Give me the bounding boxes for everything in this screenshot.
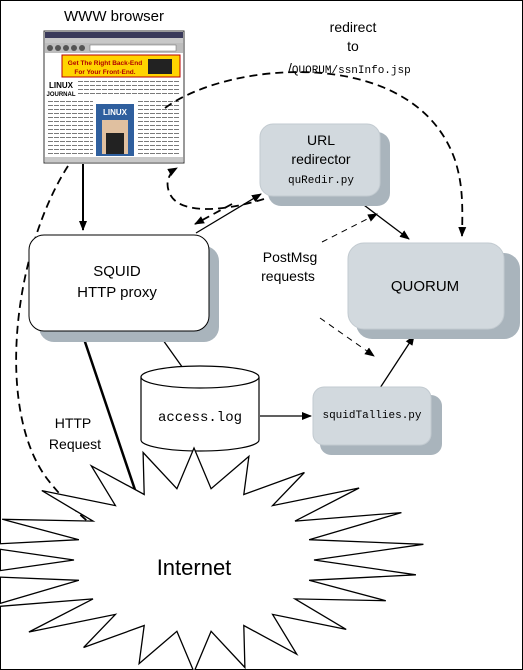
access-log-node: access.log [140,365,260,452]
internet-node: Internet [0,446,424,670]
arrow-redirect-to-browser [166,167,265,210]
url-redirector-line-2: redirector [291,151,350,167]
arrow-postmsg-up [321,213,378,243]
squid-node: SQUID HTTP proxy [28,234,219,342]
arrow-browser-to-quorum [164,71,467,237]
redirect-path-text: QUORUM/ssnInfo.jsp [292,65,411,77]
arrow-tallies-to-quorum [379,335,415,389]
arrow-squid-to-redirector [195,193,262,234]
browser-screenshot: Get The Right Back-End For Your Front-En… [43,30,185,164]
internet-starburst [0,446,424,670]
redirect-path-slash: / [288,60,292,76]
logo-line-2: JOURNAL [46,92,75,98]
logo-line-1: LINUX [49,81,74,90]
redirect-line-2: to [347,38,359,54]
quorum-label: QUORUM [391,278,459,295]
url-redirector-script: quRedir.py [288,175,354,187]
arrow-redirect-into-squid [194,203,233,225]
url-redirector-node: URL redirector quRedir.py [259,123,390,206]
redirect-path: /QUORUM/ssnInfo.jsp [288,60,411,77]
url-redirector-line-1: URL [307,132,335,148]
squid-tallies-label: squidTallies.py [322,410,421,422]
postmsg-line-2: requests [261,268,315,284]
quorum-node: QUORUM [347,242,520,339]
redirect-line-1: redirect [330,19,377,35]
cover-word: LINUX [103,108,128,117]
squid-line-1: SQUID [93,263,141,280]
access-log-label: access.log [158,410,242,426]
squid-line-2: HTTP proxy [77,284,157,301]
internet-label: Internet [157,555,232,580]
ad-line-1: Get The Right Back-End [68,60,142,67]
arrow-postmsg-down [319,317,375,357]
http-request-line-2: Request [49,436,101,452]
squid-tallies-node: squidTallies.py [312,386,442,455]
postmsg-line-1: PostMsg [263,249,317,265]
http-request-line-1: HTTP [55,415,92,431]
browser-label: WWW browser [64,8,164,25]
ad-line-2: For Your Front-End. [74,69,135,76]
